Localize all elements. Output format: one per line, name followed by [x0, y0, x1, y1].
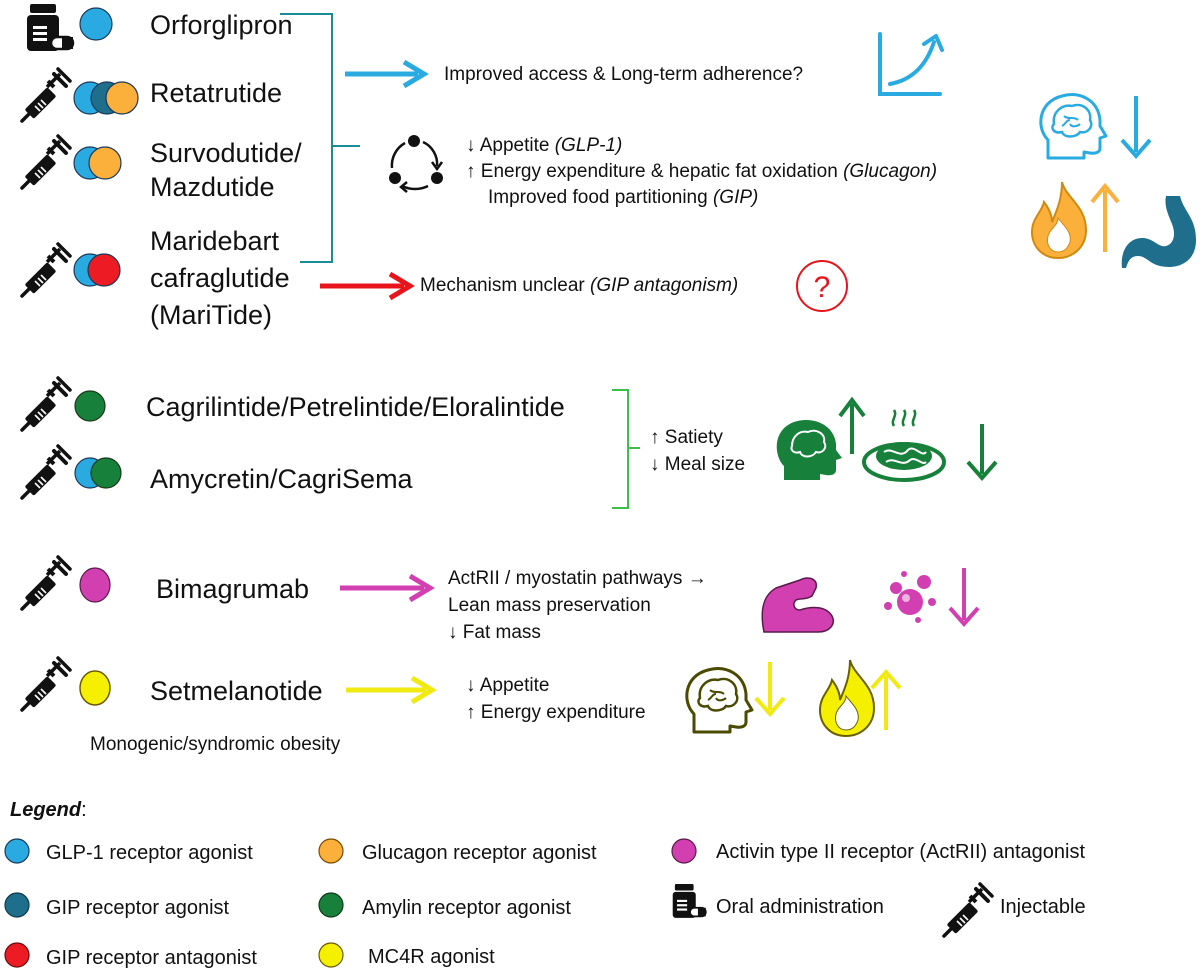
- drug-mazdutide: Mazdutide: [150, 172, 275, 202]
- effect-actrii: ActRII / myostatin pathways →: [448, 568, 707, 589]
- legend-glucagon-swatch: [318, 838, 344, 864]
- legend-gip-agonist-swatch: [4, 892, 30, 918]
- mechanism-arrow: [320, 271, 415, 301]
- up-arrow-icon: [870, 668, 902, 730]
- actrii-marker: [79, 567, 111, 603]
- legend-injectable: Injectable: [1000, 896, 1086, 918]
- drug-maritide: (MariTide): [150, 300, 272, 330]
- down-arrow-icon: [1120, 96, 1152, 160]
- stomach-icon: [1121, 196, 1196, 268]
- meal-plate-icon: [862, 409, 946, 482]
- legend-gip-antagonist-swatch: [4, 942, 30, 968]
- drug-cagrilintide: Cagrilintide/Petrelintide/Eloralintide: [146, 392, 565, 422]
- syringe-icon: [20, 555, 72, 611]
- drug-orforglipron: Orforglipron: [150, 10, 293, 40]
- drug-maridebart: Maridebart: [150, 226, 280, 256]
- glp1-marker: [79, 7, 113, 41]
- legend-glp1-swatch: [4, 838, 30, 864]
- syringe-icon: [20, 67, 72, 123]
- effect-mechanism: Mechanism unclear (GIP antagonism): [420, 275, 738, 296]
- growth-chart-icon: [878, 32, 944, 96]
- brain-head-icon: [776, 420, 842, 480]
- legend-gip-agonist: GIP receptor agonist: [46, 897, 230, 919]
- amylin-marker: [90, 457, 122, 489]
- bimagrumab-arrow: [340, 573, 435, 603]
- syringe-icon: [20, 242, 72, 298]
- incretin-bracket: [280, 13, 360, 263]
- drug-bimagrumab: Bimagrumab: [156, 574, 309, 604]
- legend-pill-bottle-icon: [671, 883, 707, 919]
- effect-mc4r-energy: ↑ Energy expenditure: [466, 702, 646, 723]
- effect-satiety: ↑ Satiety: [650, 427, 723, 448]
- muscle-icon: [761, 577, 834, 633]
- setmelanotide-arrow: [346, 675, 437, 705]
- legend-actrii-swatch: [671, 838, 697, 864]
- legend-title: Legend:: [10, 799, 87, 821]
- access-arrow: [345, 59, 429, 89]
- legend-actrii: Activin type II receptor (ActRII) antago…: [716, 841, 1085, 863]
- effect-lean-mass: Lean mass preservation: [448, 595, 651, 616]
- effect-access: Improved access & Long-term adherence?: [444, 64, 803, 85]
- setmelanotide-indication: Monogenic/syndromic obesity: [90, 734, 341, 755]
- up-arrow-icon: [1090, 182, 1120, 252]
- legend-glucagon: Glucagon receptor agonist: [362, 842, 597, 864]
- question-icon: [796, 260, 848, 312]
- mc4r-marker: [79, 670, 111, 706]
- amylin-bracket: [612, 389, 640, 509]
- flame-icon: [819, 659, 875, 737]
- effect-energy-glucagon: ↑ Energy expenditure & hepatic fat oxida…: [466, 161, 937, 182]
- brain-head-icon: [685, 667, 754, 734]
- effect-meal-size: ↓ Meal size: [650, 454, 745, 475]
- syringe-icon: [20, 376, 72, 432]
- drug-survodutide: Survodutide/: [150, 138, 302, 168]
- fat-cells-icon: [884, 571, 936, 623]
- amylin-marker: [74, 390, 106, 422]
- syringe-icon: [20, 656, 72, 712]
- down-arrow-icon: [966, 424, 998, 482]
- drug-retatrutide: Retatrutide: [150, 78, 282, 108]
- legend-mc4r-swatch: [318, 942, 344, 968]
- cycle-icon: [389, 135, 444, 193]
- down-arrow-icon: [754, 662, 786, 718]
- legend-syringe-icon: [942, 882, 994, 938]
- glucagon-marker: [88, 146, 122, 180]
- effect-fat-mass: ↓ Fat mass: [448, 622, 541, 643]
- legend-glp1: GLP-1 receptor agonist: [46, 842, 253, 864]
- legend-oral: Oral administration: [716, 896, 884, 918]
- effect-appetite-glp1: ↓ Appetite (GLP-1): [466, 135, 622, 156]
- question-mark: ?: [814, 271, 831, 304]
- brain-head-icon: [1039, 93, 1108, 160]
- drug-cafraglutide: cafraglutide: [150, 263, 290, 293]
- flame-icon: [1031, 181, 1087, 259]
- gip-antagonist-marker: [87, 253, 121, 287]
- glucagon-marker: [105, 81, 139, 115]
- up-arrow-icon: [838, 396, 866, 454]
- legend-amylin: Amylin receptor agonist: [362, 897, 571, 919]
- effect-mc4r-appetite: ↓ Appetite: [466, 675, 549, 696]
- drug-setmelanotide: Setmelanotide: [150, 676, 323, 706]
- legend-mc4r: MC4R agonist: [368, 946, 495, 968]
- syringe-icon: [20, 134, 72, 190]
- legend-gip-antagonist: GIP receptor antagonist: [46, 947, 257, 969]
- legend-amylin-swatch: [318, 892, 344, 918]
- down-arrow-icon: [948, 568, 980, 628]
- pill-bottle-icon: [25, 2, 75, 53]
- effect-food-gip: Improved food partitioning (GIP): [488, 187, 758, 208]
- drug-amycretin: Amycretin/CagriSema: [150, 464, 414, 494]
- syringe-icon: [20, 444, 72, 500]
